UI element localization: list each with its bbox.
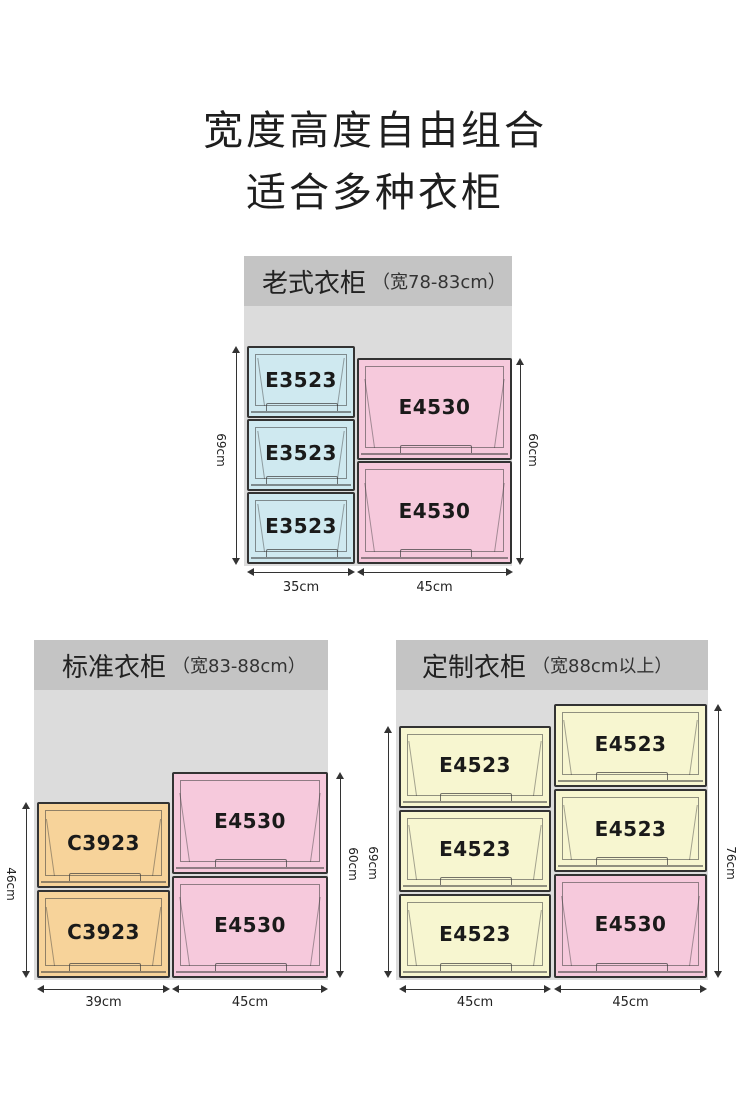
drawer-yellow: E4523 <box>554 789 707 872</box>
drawer-code: E4530 <box>594 912 667 936</box>
height-dimension-left <box>388 732 389 972</box>
drawer-code: E4530 <box>214 913 286 937</box>
width-dimension-left <box>404 989 546 990</box>
drawer-pink: E4530 <box>552 874 709 978</box>
drawer-code: E4523 <box>594 731 667 756</box>
drawer-yellow: E4523 <box>399 726 551 808</box>
drawer-blue: E3523 <box>247 419 355 491</box>
panel-width-note: （宽83-88cm） <box>172 656 306 677</box>
width-label-right: 45cm <box>231 995 269 1010</box>
height-label-left: 69cm <box>213 433 228 467</box>
width-label-left: 45cm <box>456 995 494 1010</box>
drawer-orange: C3923 <box>36 890 171 978</box>
drawer-yellow: E4523 <box>399 894 551 978</box>
drawer-blue: E3523 <box>247 346 355 418</box>
drawer-code: E4530 <box>398 395 471 419</box>
drawer-orange: C3923 <box>36 802 171 888</box>
width-dimension-right <box>177 989 323 990</box>
drawer-code: E3523 <box>265 514 337 538</box>
drawer-yellow: E4523 <box>554 704 707 787</box>
panel-title: 定制衣柜 <box>422 652 527 683</box>
drawer-code: E4523 <box>439 753 511 777</box>
drawer-code: C3923 <box>67 831 140 855</box>
drawer-code: C3923 <box>67 920 140 944</box>
panel-width-note: （宽88cm以上） <box>532 656 673 677</box>
width-dimension-right <box>559 989 702 990</box>
width-dimension-left <box>42 989 165 990</box>
height-label-left: 69cm <box>365 846 380 880</box>
width-label-right: 45cm <box>612 995 649 1010</box>
height-dimension-left <box>236 352 237 560</box>
width-label-right: 45cm <box>416 580 453 595</box>
page-title-line2: 适合多种衣柜 <box>246 170 504 216</box>
drawer-yellow: E4523 <box>399 810 551 892</box>
panel-title: 老式衣柜 <box>262 268 367 299</box>
height-dimension-left <box>26 808 27 972</box>
drawer-code: E4530 <box>398 498 471 523</box>
drawer-pink: E4530 <box>355 461 514 564</box>
panel-width-note: （宽78-83cm） <box>372 272 506 293</box>
panel-header: 标准衣柜 （宽83-88cm） <box>34 640 328 690</box>
height-label-right: 60cm <box>345 847 360 881</box>
drawer-code: E4523 <box>439 837 511 861</box>
width-label-left: 39cm <box>85 995 122 1010</box>
drawer-code: E4523 <box>594 816 667 841</box>
panel-title: 标准衣柜 <box>62 652 167 683</box>
drawer-pink: E4530 <box>170 772 330 874</box>
drawer-blue: E3523 <box>247 492 355 564</box>
height-label-right: 76cm <box>723 846 738 880</box>
drawer-code: E4523 <box>439 922 511 946</box>
height-label-left: 46cm <box>3 867 18 901</box>
drawer-code: E3523 <box>265 368 337 392</box>
panel-header: 老式衣柜 （宽78-83cm） <box>244 256 512 306</box>
drawer-pink: E4530 <box>170 876 330 978</box>
height-dimension-right <box>718 710 719 972</box>
height-dimension-right <box>340 778 341 972</box>
height-label-right: 60cm <box>525 433 540 467</box>
page-title-line1: 宽度高度自由组合 <box>203 108 547 154</box>
drawer-pink: E4530 <box>355 358 514 460</box>
drawer-code: E4530 <box>214 809 286 833</box>
drawer-code: E3523 <box>265 441 337 465</box>
width-dimension-left <box>252 572 350 573</box>
height-dimension-right <box>520 364 521 560</box>
width-dimension-right <box>362 572 508 573</box>
width-label-left: 35cm <box>282 580 320 595</box>
panel-header: 定制衣柜 （宽88cm以上） <box>396 640 708 690</box>
